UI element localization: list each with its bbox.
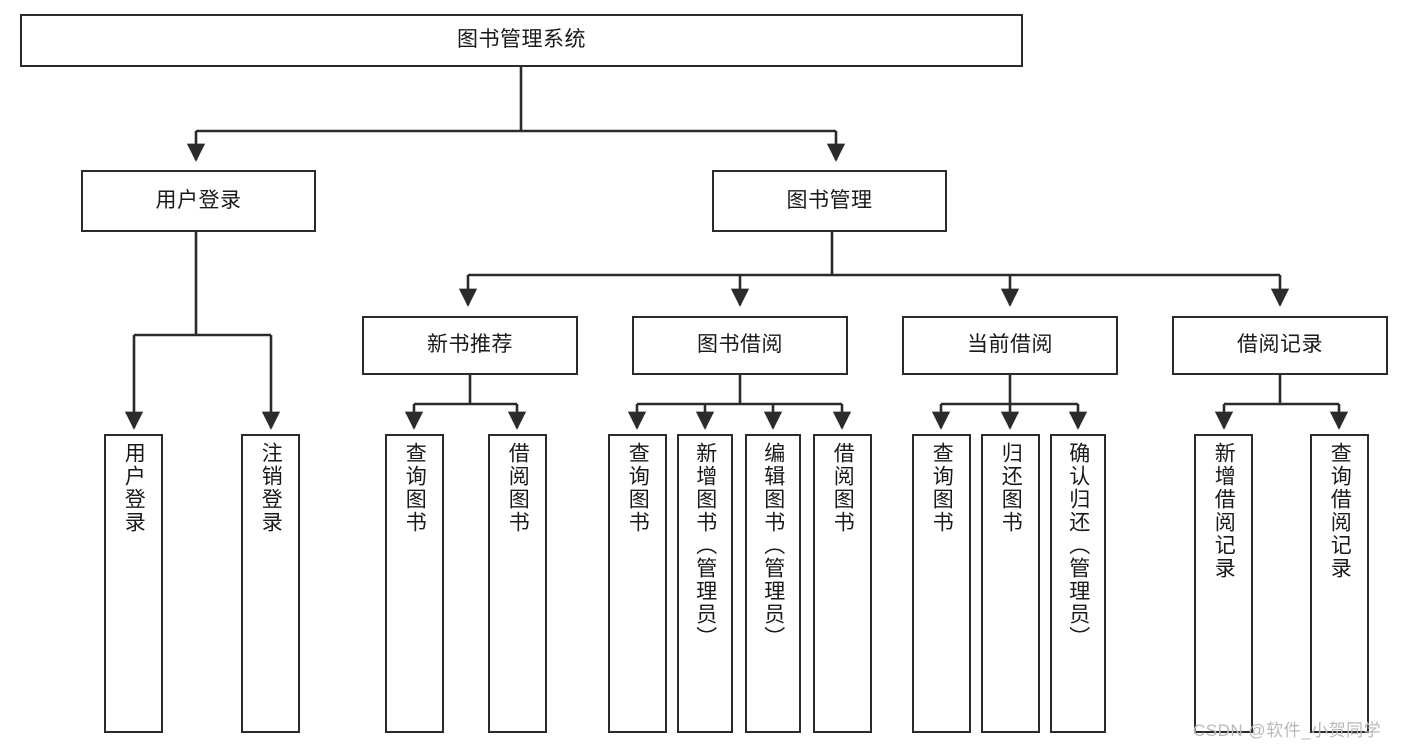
- node-label: 借阅图书: [831, 442, 855, 534]
- leaf-current-query-book[interactable]: 查询图书: [912, 434, 971, 733]
- leaf-records-add[interactable]: 新增借阅记录: [1194, 434, 1253, 733]
- node-label: 借阅图书: [506, 442, 530, 534]
- leaf-borrow-borrow-book[interactable]: 借阅图书: [813, 434, 872, 733]
- node-label: 编辑图书（管理员）: [761, 442, 785, 649]
- node-label: 图书借阅: [697, 333, 783, 357]
- csdn-watermark: CSDN @软件_小贺同学: [1193, 721, 1382, 740]
- node-label: 查询图书: [930, 442, 954, 534]
- node-label: 用户登录: [122, 442, 146, 534]
- node-current-borrow[interactable]: 当前借阅: [902, 316, 1118, 375]
- node-book-management[interactable]: 图书管理: [712, 170, 947, 232]
- node-borrow-records[interactable]: 借阅记录: [1172, 316, 1388, 375]
- leaf-new-book-borrow[interactable]: 借阅图书: [488, 434, 547, 733]
- node-label: 查询图书: [626, 442, 650, 534]
- node-label: 查询借阅记录: [1328, 442, 1352, 580]
- node-label: 图书管理: [786, 188, 873, 212]
- node-label: 借阅记录: [1237, 333, 1323, 357]
- leaf-borrow-query-book[interactable]: 查询图书: [608, 434, 667, 733]
- node-new-book-recommend[interactable]: 新书推荐: [362, 316, 578, 375]
- leaf-new-book-query[interactable]: 查询图书: [385, 434, 444, 733]
- node-label: 注销登录: [259, 442, 283, 534]
- leaf-user-login-signin[interactable]: 用户登录: [104, 434, 163, 733]
- node-user-login[interactable]: 用户登录: [81, 170, 316, 232]
- node-label: 新书推荐: [427, 333, 513, 357]
- leaf-borrow-add-book[interactable]: 新增图书（管理员）: [677, 434, 733, 733]
- leaf-user-login-signout[interactable]: 注销登录: [241, 434, 300, 733]
- node-label: 归还图书: [999, 442, 1023, 534]
- node-label: 查询图书: [403, 442, 427, 534]
- node-book-borrow[interactable]: 图书借阅: [632, 316, 848, 375]
- node-root-system[interactable]: 图书管理系统: [20, 14, 1023, 67]
- node-label: 用户登录: [155, 188, 242, 212]
- node-label: 确认归还（管理员）: [1066, 442, 1090, 649]
- node-label: 图书管理系统: [457, 28, 586, 52]
- leaf-current-return-book[interactable]: 归还图书: [981, 434, 1040, 733]
- leaf-current-confirm-return[interactable]: 确认归还（管理员）: [1050, 434, 1106, 733]
- node-label: 新增图书（管理员）: [693, 442, 717, 649]
- node-label: 新增借阅记录: [1212, 442, 1236, 580]
- node-label: 当前借阅: [967, 333, 1053, 357]
- leaf-records-query[interactable]: 查询借阅记录: [1310, 434, 1369, 733]
- leaf-borrow-edit-book[interactable]: 编辑图书（管理员）: [745, 434, 801, 733]
